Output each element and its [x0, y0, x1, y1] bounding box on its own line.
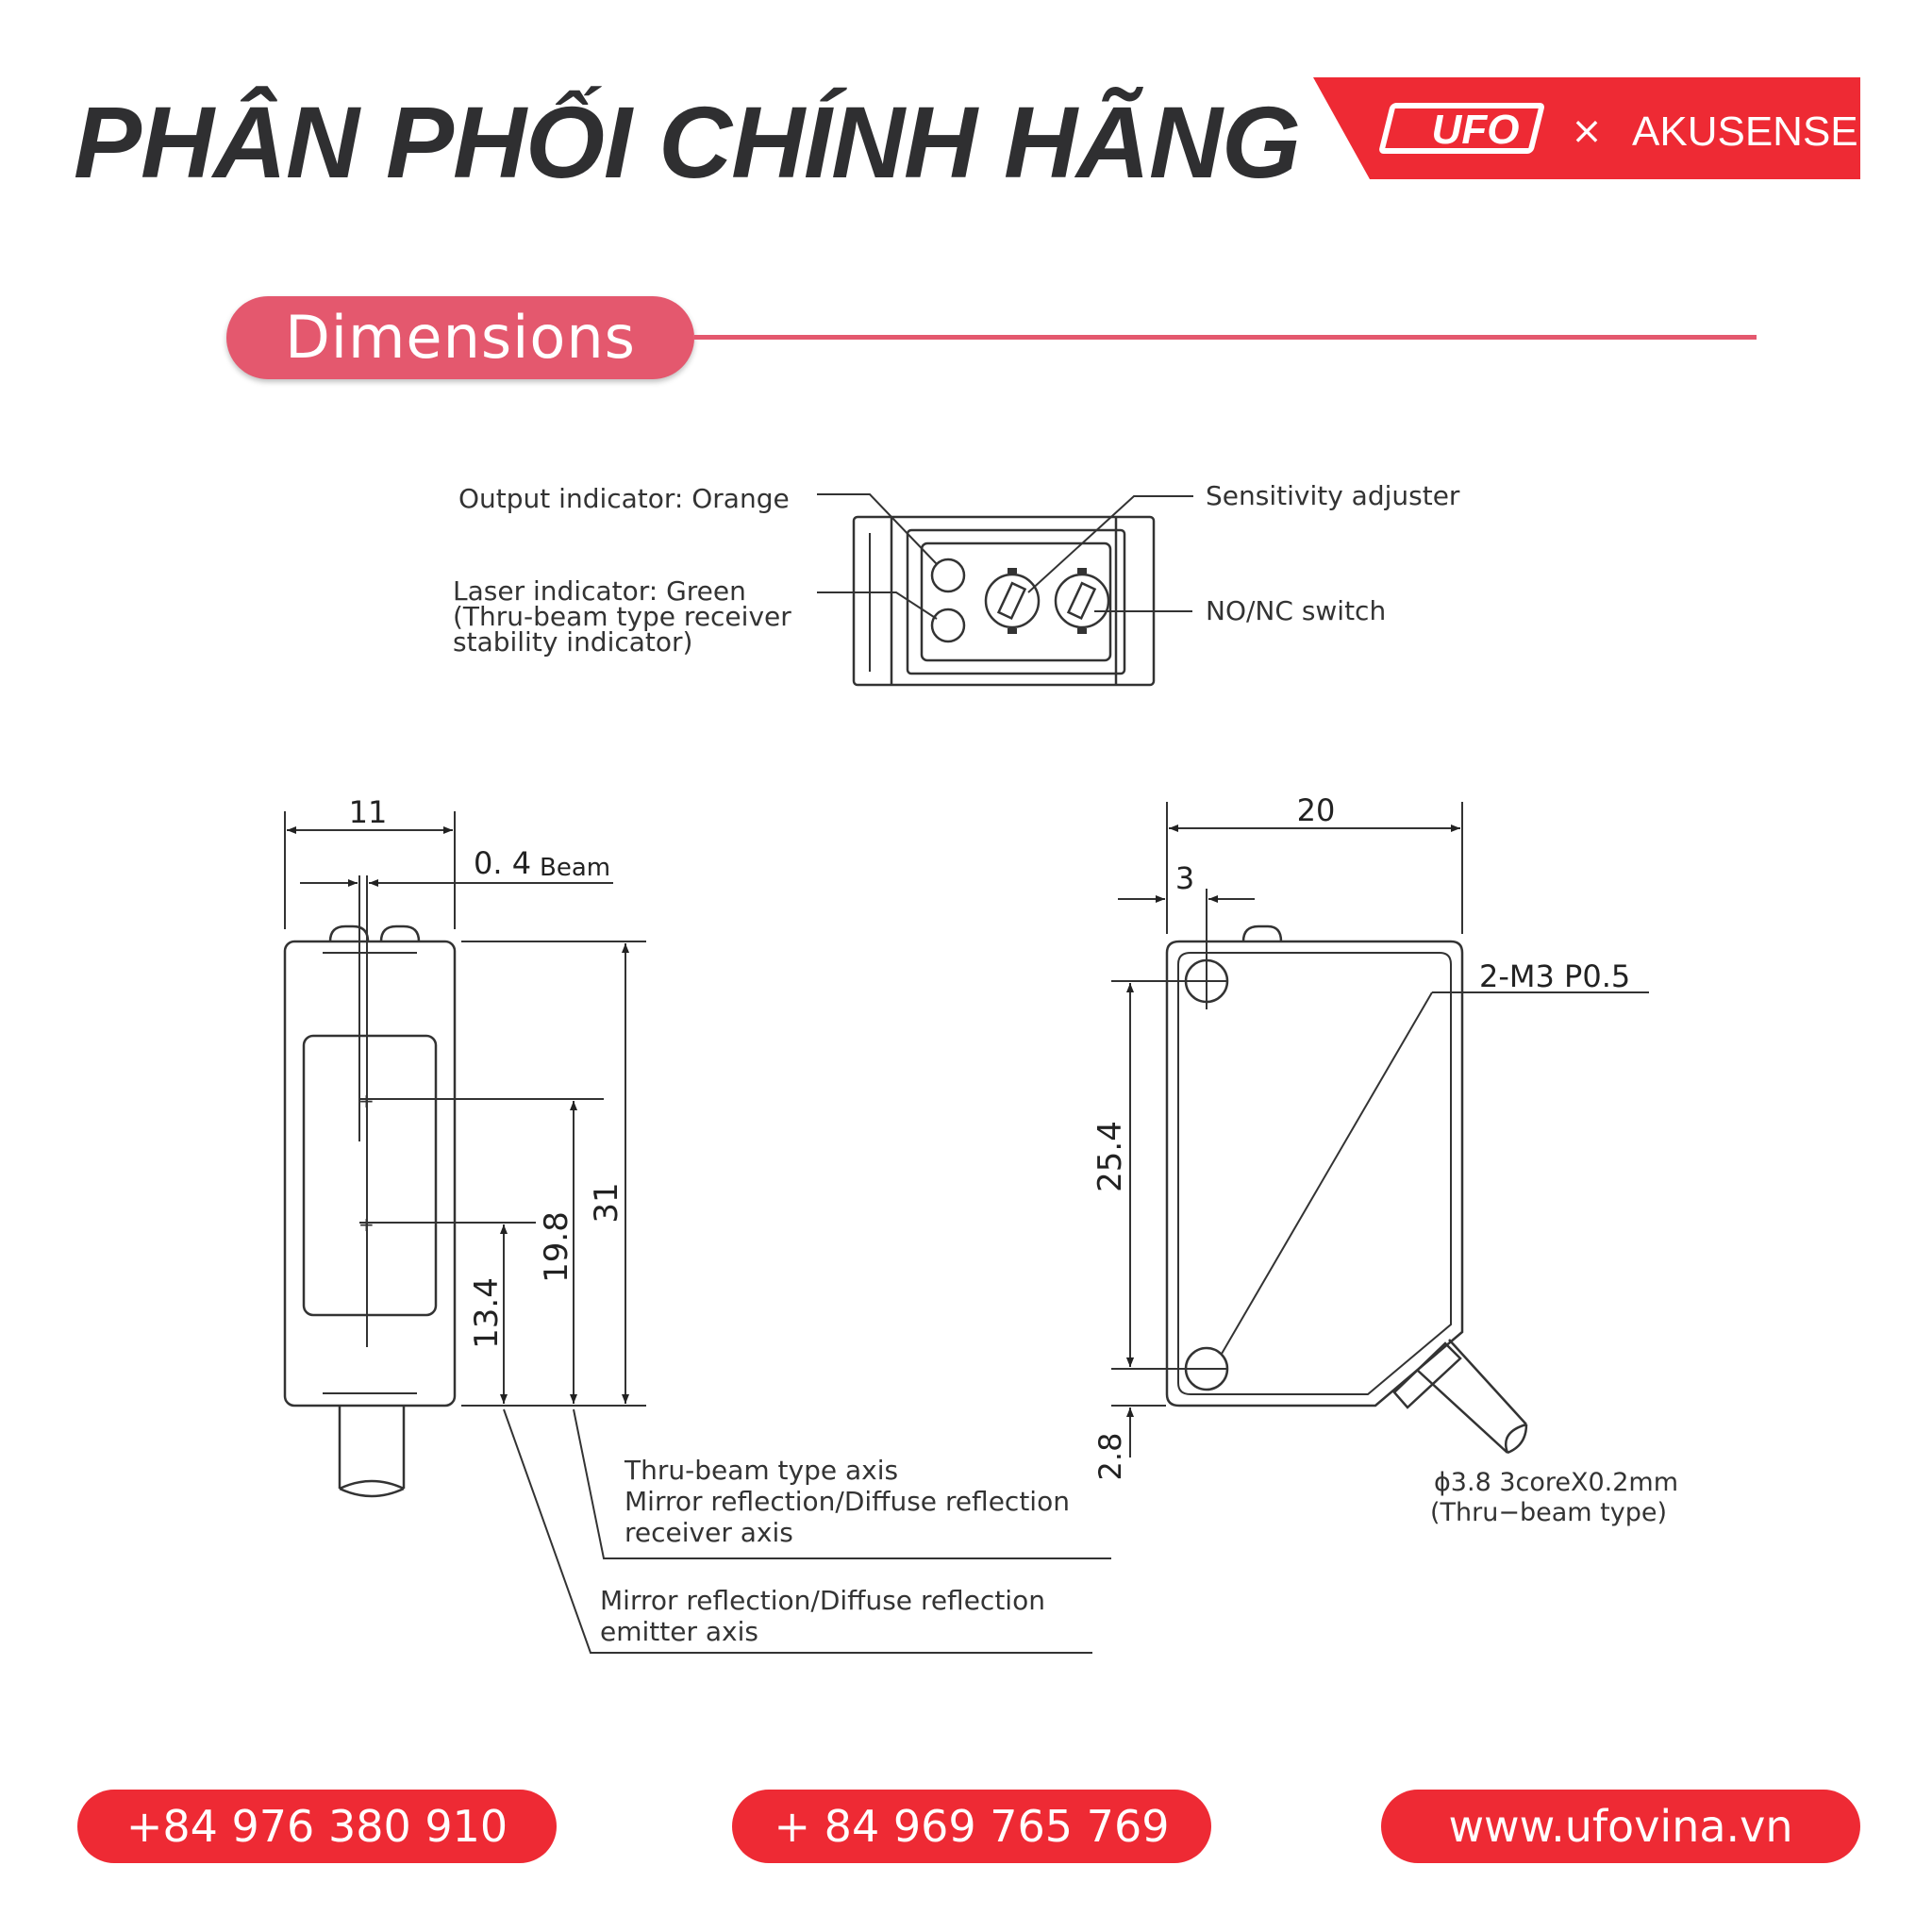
side-height-13-4: 13.4 [468, 1277, 506, 1349]
side-cable [338, 1406, 406, 1498]
laser-indicator-label: Laser indicator: Green [453, 575, 746, 607]
back-inner-outline [1177, 952, 1452, 1395]
hole-spacing-value: 25.4 [1091, 1121, 1129, 1192]
section-rule [694, 335, 1757, 340]
section-title: Dimensions [226, 296, 694, 379]
bottom-offset-value: 2.8 [1092, 1433, 1128, 1481]
sensitivity-adjuster-label: Sensitivity adjuster [1206, 480, 1460, 511]
side-height-19-8: 19.8 [538, 1211, 575, 1283]
emitter-axis-label-2: emitter axis [600, 1616, 758, 1647]
svg-text:UFO: UFO [1432, 107, 1520, 153]
laser-indicator-note-2: stability indicator) [453, 626, 692, 658]
brand-separator: × [1571, 109, 1603, 153]
output-indicator-led [930, 558, 966, 593]
nonc-switch-knob [1054, 568, 1110, 634]
receiver-axis-label-1: Thru-beam type axis [624, 1455, 898, 1486]
phone-1-button[interactable]: +84 976 380 910 [77, 1790, 557, 1863]
beam-unit: Beam [540, 854, 610, 882]
back-view [1111, 802, 1649, 1457]
side-cross-1: + [358, 1090, 375, 1112]
brand-partner: AKUSENSE [1632, 108, 1858, 155]
hole-offset-value: 3 [1175, 860, 1194, 896]
front-body-outline [852, 515, 1156, 687]
cable-spec-label-1: ϕ3.8 3coreX0.2mm [1434, 1468, 1678, 1497]
sensitivity-adjuster-knob [984, 568, 1041, 634]
website-link[interactable]: www.ufovina.vn [1381, 1790, 1860, 1863]
side-height-31: 31 [588, 1182, 625, 1223]
side-lens-bumps [328, 924, 421, 942]
laser-indicator-led [930, 608, 966, 643]
front-panel [906, 528, 1126, 675]
receiver-axis-label-3: receiver axis [625, 1517, 793, 1548]
back-width-value: 20 [1297, 792, 1336, 828]
side-body-outline [283, 940, 457, 1407]
nonc-switch-label: NO/NC switch [1206, 595, 1386, 626]
beam-value: 0. 4 [474, 845, 531, 881]
emitter-axis-label-1: Mirror reflection/Diffuse reflection [600, 1585, 1045, 1616]
front-view [817, 493, 1193, 687]
laser-indicator-note-1: (Thru-beam type receiver [453, 601, 791, 632]
side-lens-window [302, 1034, 438, 1317]
brand-banner[interactable]: UFO × AKUSENSE [1313, 77, 1860, 179]
back-top-bump [1241, 924, 1283, 942]
side-width-value: 11 [349, 794, 388, 830]
side-cross-2: + [358, 1213, 375, 1236]
side-view [283, 811, 1111, 1654]
ufo-logo: UFO [1379, 103, 1544, 154]
back-cable [1392, 1339, 1528, 1455]
headline: PHÂN PHỐI CHÍNH HÃNG [74, 85, 1301, 199]
back-body-outline [1165, 940, 1464, 1407]
cable-spec-label-2: (Thru−beam type) [1430, 1498, 1667, 1527]
phone-2-button[interactable]: + 84 969 765 769 [732, 1790, 1211, 1863]
output-indicator-label: Output indicator: Orange [458, 483, 790, 514]
thread-label: 2-M3 P0.5 [1479, 958, 1630, 994]
receiver-axis-label-2: Mirror reflection/Diffuse reflection [625, 1486, 1070, 1517]
